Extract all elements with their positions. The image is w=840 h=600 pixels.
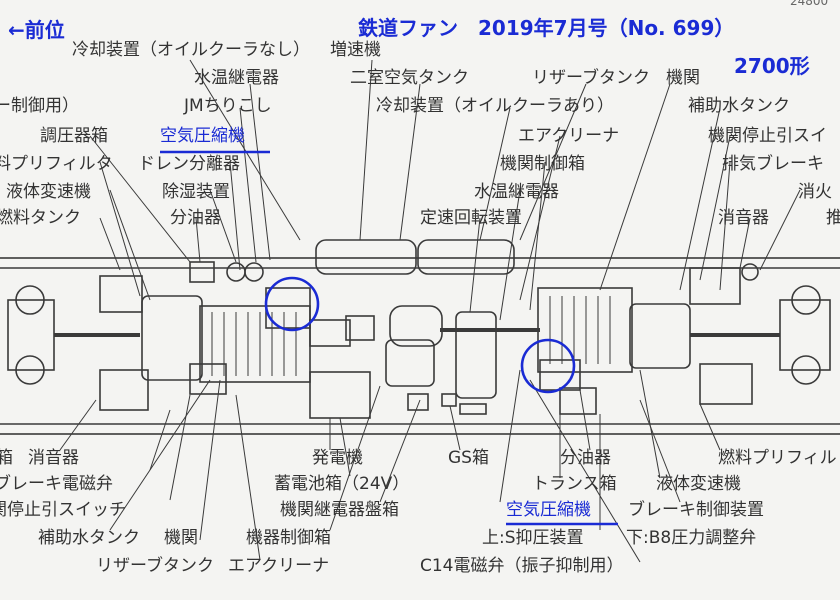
label-fragment-right: 推 xyxy=(826,208,840,228)
label-engine-stop-switch: 機関停止引スイ xyxy=(708,126,827,146)
air-compressor-highlight-left xyxy=(264,276,320,332)
label-engine-stop-switch-bottom: 関停止引スイッチ xyxy=(0,500,126,520)
label-exhaust-brake: 排気ブレーキ xyxy=(722,154,824,174)
label-c14-solenoid: C14電磁弁（振子抑制用） xyxy=(420,556,624,576)
label-reserve-tank-bottom: リザーブタンク xyxy=(96,556,214,576)
air-compressor-highlight-right xyxy=(520,338,576,394)
label-brake-solenoid: ブレーキ電磁弁 xyxy=(0,474,113,494)
label-air-cleaner-bottom: エアクリーナ xyxy=(228,556,330,576)
label-water-temp-relay-2: 水温継電器 xyxy=(474,182,559,202)
label-s-suppressor: 上:S抑圧装置 xyxy=(482,528,584,548)
label-battery-box: 蓄電池箱（24V） xyxy=(274,474,410,494)
label-engine: 機関 xyxy=(666,68,700,88)
label-hydraulic-transmission-bottom: 液体変速機 xyxy=(656,474,741,494)
front-bogie xyxy=(7,275,149,411)
label-cooling-with-oil-cooler: 冷却装置（オイルクーラあり） xyxy=(376,96,614,116)
label-drain-separator: ドレン分離器 xyxy=(138,154,240,174)
label-aux-water-tank: 補助水タンク xyxy=(688,96,790,116)
label-speed-increaser: 増速機 xyxy=(330,40,381,60)
label-oil-distributor: 分油器 xyxy=(170,208,221,228)
label-box-fragment: 箱 xyxy=(0,448,13,468)
label-muffler-bottom: 消音器 xyxy=(28,448,79,468)
label-jm-strainer: JMちりこし xyxy=(184,96,272,116)
label-air-cleaner: エアクリーナ xyxy=(518,126,620,146)
label-engine-bottom: 機関 xyxy=(164,528,198,548)
label-water-temp-relay: 水温継電器 xyxy=(194,68,279,88)
label-b8-pressure-regulator: 下:B8圧力調整弁 xyxy=(626,528,757,548)
engine-left xyxy=(141,287,351,395)
label-dehumidifier: 除湿装置 xyxy=(162,182,230,202)
label-transformer-box: トランス箱 xyxy=(532,474,617,494)
label-muffler-top: 消音器 xyxy=(718,208,769,228)
label-aux-water-tank-bottom: 補助水タンク xyxy=(38,528,140,548)
center-equipment xyxy=(309,305,540,419)
label-control-fragment: ー制御用） xyxy=(0,96,79,116)
rear-bogie xyxy=(689,263,831,405)
label-fuel-prefilter-bottom: 燃料プリフィル xyxy=(718,448,837,468)
label-two-chamber-air-tank: 二室空気タンク xyxy=(350,68,469,88)
leader-lines-bottom xyxy=(59,369,721,563)
label-air-compressor-top: 空気圧縮機 xyxy=(160,126,245,146)
label-reserve-tank: リザーブタンク xyxy=(532,68,650,88)
label-constant-speed-device: 定速回転装置 xyxy=(420,208,522,228)
label-fire-extinguisher-fragment: 消火 xyxy=(798,182,832,202)
label-brake-control-device: ブレーキ制御装置 xyxy=(628,500,764,520)
engine-right xyxy=(537,287,780,415)
label-fuel-prefilter: 料プリフィルタ xyxy=(0,154,113,174)
label-hydraulic-transmission: 液体変速機 xyxy=(6,182,91,202)
car-frame-outline xyxy=(0,257,840,435)
upper-tanks xyxy=(189,239,515,283)
label-generator: 発電機 xyxy=(312,448,363,468)
label-air-compressor-bottom: 空気圧縮機 xyxy=(506,500,591,520)
magazine-citation: 鉄道ファン 2019年7月号（No. 699） xyxy=(358,16,735,40)
label-equipment-control-box: 機器制御箱 xyxy=(246,528,331,548)
label-governor-box: 調圧器箱 xyxy=(40,126,108,146)
label-gs-box: GS箱 xyxy=(448,448,489,468)
label-engine-control-box: 機関制御箱 xyxy=(500,154,585,174)
model-name: 2700形 xyxy=(734,54,810,78)
leader-lines-top xyxy=(89,59,801,321)
label-fuel-tank: 燃料タンク xyxy=(0,208,81,228)
label-engine-relay-panel: 機関継電器盤箱 xyxy=(280,500,399,520)
label-cooling-no-oil-cooler: 冷却装置（オイルクーラなし） xyxy=(72,40,310,60)
corner-fragment: 24800 xyxy=(790,0,829,8)
label-oil-distributor-bottom: 分油器 xyxy=(560,448,611,468)
front-direction-label: ←前位 xyxy=(8,18,65,42)
